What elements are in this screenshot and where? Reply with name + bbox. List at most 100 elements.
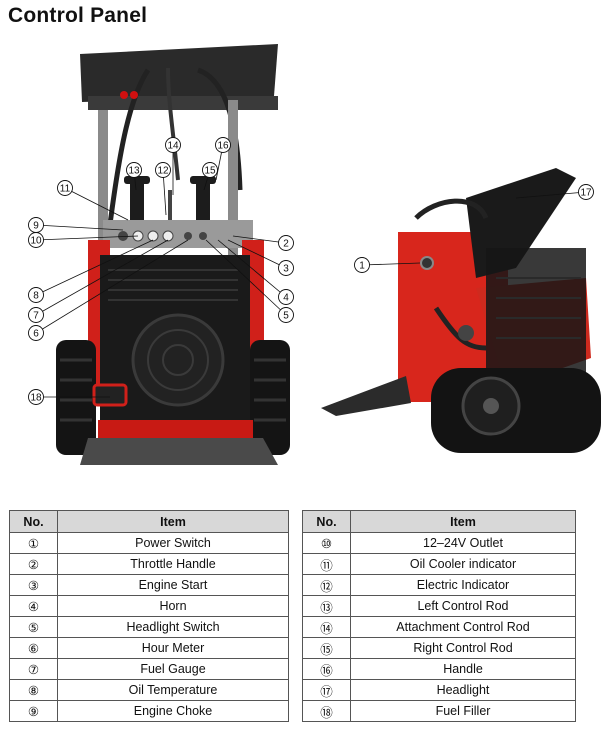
- item-number: ②: [9, 553, 58, 575]
- callout-circle: [354, 257, 370, 273]
- item-name: Throttle Handle: [57, 553, 289, 575]
- callout-number: 5: [283, 311, 289, 322]
- item-name: Headlight Switch: [57, 616, 289, 638]
- item-name: Horn: [57, 595, 289, 617]
- callout-leader-line: [227, 239, 287, 269]
- item-name: Oil Temperature: [57, 679, 289, 701]
- item-number: ①: [9, 532, 58, 554]
- item-name: Headlight: [350, 679, 576, 701]
- callout-circle: [57, 180, 73, 196]
- item-number: ⑫: [302, 574, 351, 596]
- callout-number: 10: [30, 236, 42, 247]
- item-number: ⑨: [9, 700, 58, 722]
- item-number: ⑯: [302, 658, 351, 680]
- callout-leader-line: [361, 262, 421, 266]
- callout-number: 7: [33, 311, 39, 322]
- column-header-item: Item: [57, 510, 289, 533]
- callout-circle: [278, 235, 294, 251]
- callout-number: 3: [283, 264, 289, 275]
- item-name: Left Control Rod: [350, 595, 576, 617]
- callout-number: 1: [359, 261, 365, 272]
- callout-number: 9: [33, 221, 39, 232]
- callout-circle: [28, 325, 44, 341]
- callout-leader-line: [35, 239, 169, 316]
- item-number: ⑮: [302, 637, 351, 659]
- callout-circle: [215, 137, 231, 153]
- item-number: ⑤: [9, 616, 58, 638]
- callout-number: 8: [33, 291, 39, 302]
- item-name: Handle: [350, 658, 576, 680]
- column-header-item: Item: [350, 510, 576, 533]
- callout-circle: [126, 162, 142, 178]
- item-number: ③: [9, 574, 58, 596]
- item-name: Attachment Control Rod: [350, 616, 576, 638]
- page-title: Control Panel: [8, 4, 148, 27]
- callout-leader-line: [232, 235, 287, 244]
- callout-circle: [28, 287, 44, 303]
- column-header-no: No.: [302, 510, 351, 533]
- callout-leader-line: [515, 191, 587, 199]
- callout-circle: [278, 307, 294, 323]
- callout-circle: [278, 260, 294, 276]
- item-name: Power Switch: [57, 532, 289, 554]
- callout-leader-line: [35, 239, 189, 334]
- callout-circle: [28, 232, 44, 248]
- item-number: ⑬: [302, 595, 351, 617]
- callout-number: 17: [580, 188, 592, 199]
- callout-circle: [28, 307, 44, 323]
- item-name: Fuel Gauge: [57, 658, 289, 680]
- item-name: 12–24V Outlet: [350, 532, 576, 554]
- item-number: ⑭: [302, 616, 351, 638]
- item-name: Hour Meter: [57, 637, 289, 659]
- item-number: ④: [9, 595, 58, 617]
- callout-number: 11: [60, 184, 71, 195]
- callout-number: 4: [283, 293, 289, 304]
- item-number: ⑦: [9, 658, 58, 680]
- callout-number: 13: [128, 166, 140, 177]
- callout-circle: [578, 184, 594, 200]
- item-number: ⑩: [302, 532, 351, 554]
- callout-number: 15: [204, 166, 216, 177]
- item-number: ⑱: [302, 700, 351, 722]
- callout-leader-line: [35, 224, 124, 231]
- callout-leader-line: [217, 239, 287, 298]
- callout-circle: [165, 137, 181, 153]
- item-name: Engine Choke: [57, 700, 289, 722]
- item-name: Electric Indicator: [350, 574, 576, 596]
- callout-leader-line: [35, 235, 139, 241]
- callout-number: 16: [217, 141, 229, 152]
- item-number: ⑧: [9, 679, 58, 701]
- callout-number: 18: [30, 393, 42, 404]
- callout-circle: [278, 289, 294, 305]
- callout-number: 2: [283, 239, 289, 250]
- callout-circle: [155, 162, 171, 178]
- callout-number: 12: [157, 166, 169, 177]
- item-number: ⑰: [302, 679, 351, 701]
- item-name: Engine Start: [57, 574, 289, 596]
- item-name: Right Control Rod: [350, 637, 576, 659]
- callout-leader-line: [35, 239, 154, 296]
- callout-circle: [202, 162, 218, 178]
- callout-leader-line: [64, 187, 129, 221]
- item-number: ⑪: [302, 553, 351, 575]
